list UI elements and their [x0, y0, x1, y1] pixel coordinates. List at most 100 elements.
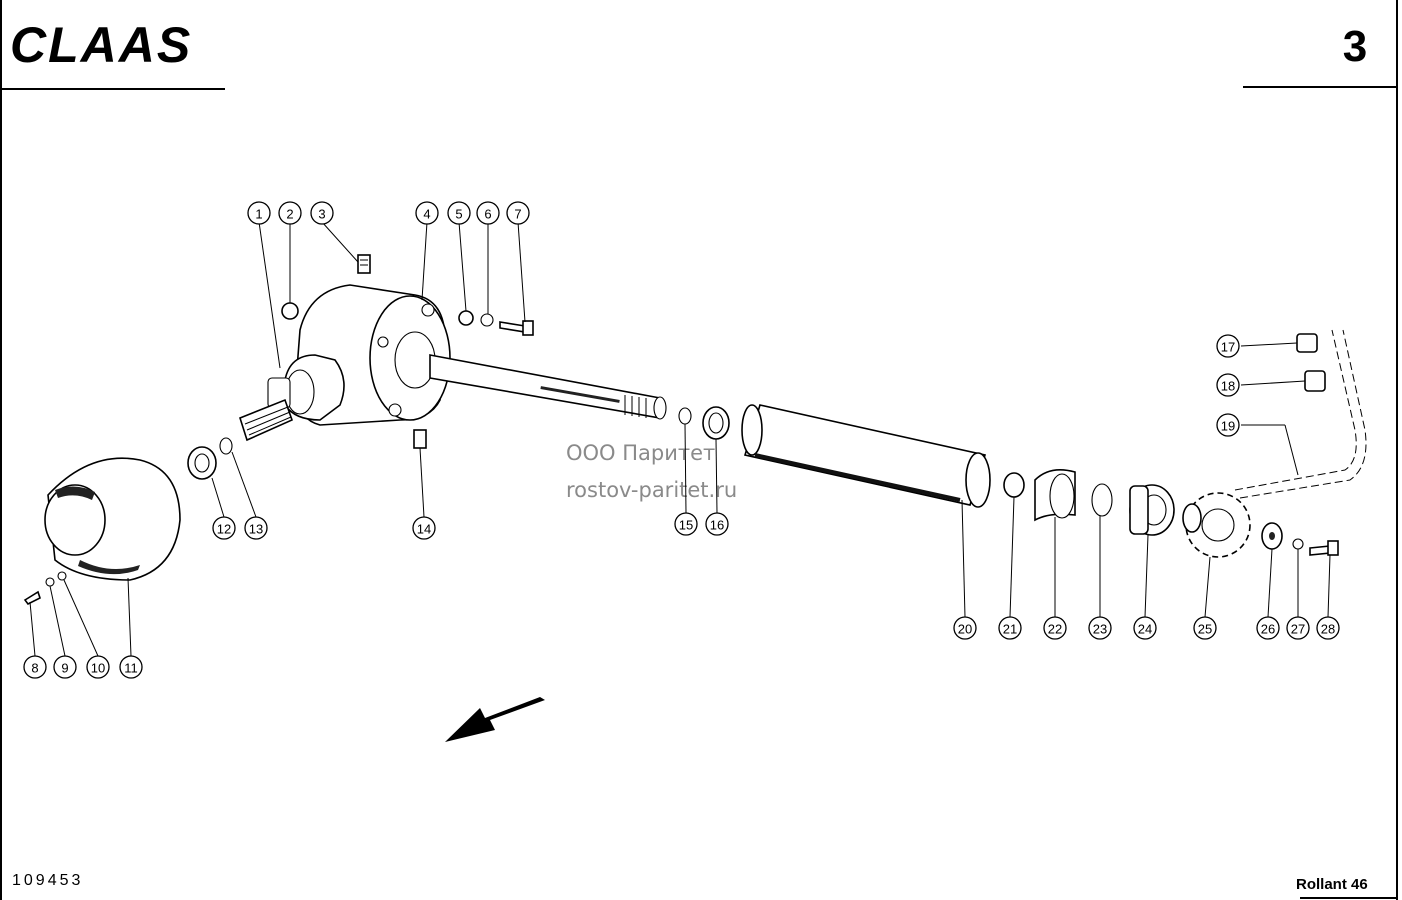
- callout-16: 16: [705, 512, 729, 536]
- direction-arrow-icon: [445, 697, 545, 742]
- washer-26: [1261, 522, 1283, 550]
- callout-15: 15: [674, 512, 698, 536]
- callout-label: 17: [1221, 340, 1235, 355]
- sprocket-25: [1182, 492, 1251, 558]
- callout-25: 25: [1193, 616, 1217, 640]
- tube: [741, 404, 991, 508]
- output-shaft: [429, 354, 667, 420]
- header-rule-left: [0, 88, 225, 90]
- callout-28: 28: [1316, 616, 1340, 640]
- callout-10: 10: [86, 655, 110, 679]
- bearing-24: [1129, 484, 1175, 536]
- circlip-23: [1091, 483, 1113, 517]
- watermark-company: ООО Паритет: [566, 441, 716, 465]
- chain-link-18: [1304, 370, 1326, 392]
- callout-label: 27: [1291, 622, 1305, 637]
- callout-label: 19: [1221, 419, 1235, 434]
- callout-label: 9: [61, 661, 68, 676]
- callout-label: 28: [1321, 622, 1335, 637]
- callout-1: 1: [247, 201, 271, 225]
- callout-19: 19: [1216, 413, 1240, 437]
- callout-8: 8: [23, 655, 47, 679]
- callout-label: 16: [710, 518, 724, 533]
- callout-label: 6: [484, 207, 491, 222]
- callout-18: 18: [1216, 373, 1240, 397]
- callout-5: 5: [447, 201, 471, 225]
- callout-label: 23: [1093, 622, 1107, 637]
- washer-10: [57, 571, 67, 581]
- callout-label: 12: [217, 522, 231, 537]
- input-shaft: [239, 398, 293, 442]
- nut-2: [281, 302, 299, 320]
- callout-label: 5: [455, 207, 462, 222]
- washer-6: [480, 313, 494, 327]
- bolt-8: [23, 590, 41, 606]
- callout-label: 26: [1261, 622, 1275, 637]
- callout-23: 23: [1088, 616, 1112, 640]
- page-number: 3: [1342, 22, 1368, 71]
- bolt-28: [1309, 540, 1339, 556]
- callout-26: 26: [1256, 616, 1280, 640]
- bushing-21: [1003, 472, 1025, 498]
- callout-20: 20: [953, 616, 977, 640]
- seal-16: [702, 406, 730, 440]
- callout-22: 22: [1043, 616, 1067, 640]
- drum-cover: [44, 457, 181, 581]
- callout-label: 21: [1003, 622, 1017, 637]
- callout-label: 20: [958, 622, 972, 637]
- callout-label: 3: [318, 207, 325, 222]
- callout-21: 21: [998, 616, 1022, 640]
- seal-ring-12: [187, 446, 217, 480]
- right-border: [1396, 0, 1398, 900]
- o-ring-13: [219, 437, 233, 455]
- callout-2: 2: [278, 201, 302, 225]
- callout-9: 9: [53, 655, 77, 679]
- callout-label: 1: [255, 207, 262, 222]
- callout-label: 10: [91, 661, 105, 676]
- claas-logo: CLAAS: [10, 17, 230, 73]
- callout-label: 4: [423, 207, 430, 222]
- callout-4: 4: [415, 201, 439, 225]
- callout-label: 8: [31, 661, 38, 676]
- washer-9: [45, 577, 55, 587]
- bolt-7: [499, 320, 534, 336]
- o-ring-15: [678, 407, 692, 425]
- callout-14: 14: [412, 516, 436, 540]
- callout-label: 22: [1048, 622, 1062, 637]
- callout-label: 14: [417, 522, 431, 537]
- callout-label: 25: [1198, 622, 1212, 637]
- breather-3: [357, 254, 371, 274]
- callout-13: 13: [244, 516, 268, 540]
- gearbox-housing: [267, 284, 451, 426]
- callout-3: 3: [310, 201, 334, 225]
- callout-label: 24: [1138, 622, 1152, 637]
- ring-22: [1034, 469, 1076, 522]
- header-rule-right: [1243, 86, 1398, 88]
- callout-24: 24: [1133, 616, 1157, 640]
- callout-label: 7: [514, 207, 521, 222]
- callout-7: 7: [506, 201, 530, 225]
- brand-text: CLAAS: [10, 18, 192, 72]
- leader-lines: [29, 221, 1331, 657]
- plug-14: [413, 429, 427, 449]
- callout-label: 15: [679, 518, 693, 533]
- footer-rule: [1300, 897, 1398, 899]
- callout-label: 2: [286, 207, 293, 222]
- callout-label: 13: [249, 522, 263, 537]
- washer-5: [458, 310, 474, 326]
- watermark-url: rostov-paritet.ru: [566, 478, 738, 502]
- left-border: [0, 0, 2, 900]
- callout-label: 18: [1221, 379, 1235, 394]
- callout-27: 27: [1286, 616, 1310, 640]
- callout-label: 11: [124, 661, 138, 676]
- chain-link-17: [1296, 333, 1318, 353]
- washer-27: [1292, 538, 1304, 550]
- model-name: Rollant 46: [1296, 876, 1368, 893]
- callout-17: 17: [1216, 334, 1240, 358]
- document-id: 109453: [12, 872, 84, 889]
- callout-6: 6: [476, 201, 500, 225]
- callout-12: 12: [212, 516, 236, 540]
